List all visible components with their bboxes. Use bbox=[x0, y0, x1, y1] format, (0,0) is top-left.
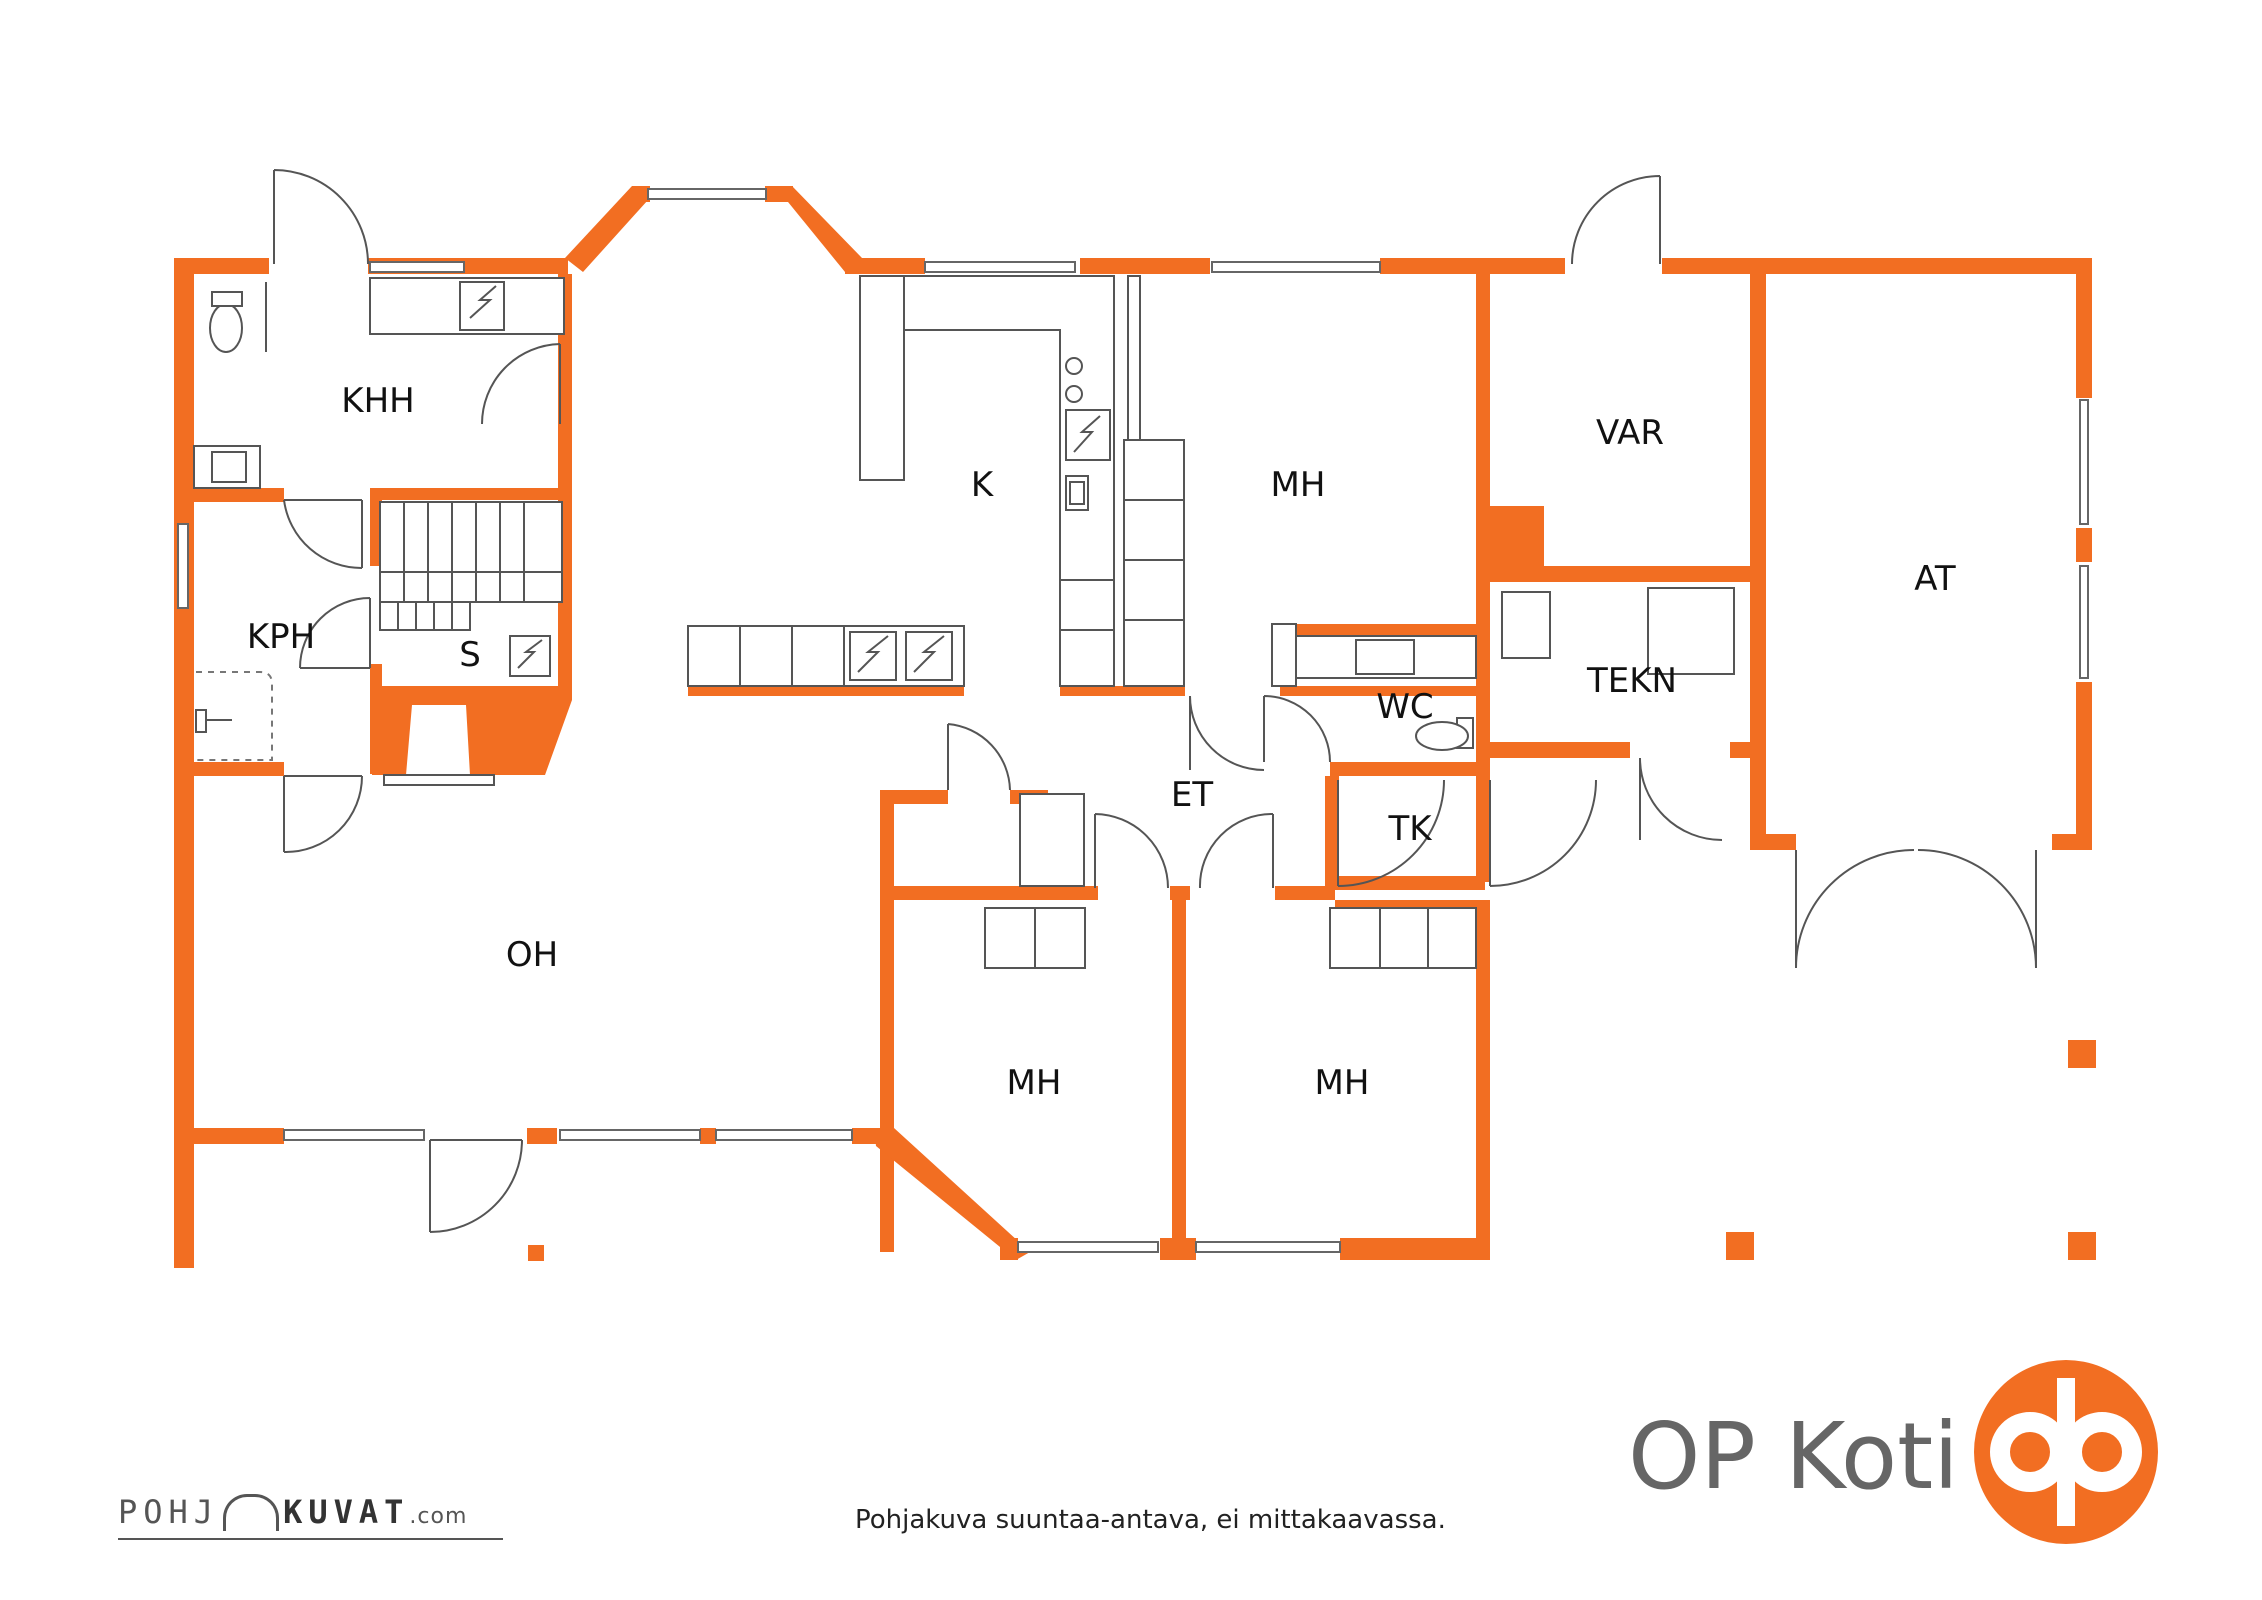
room-label-oh: OH bbox=[506, 935, 558, 975]
room-label-wc: WC bbox=[1376, 687, 1433, 727]
room-label-et: ET bbox=[1171, 775, 1213, 815]
brand-name: OP Koti bbox=[1628, 1403, 1959, 1510]
room-label-at: AT bbox=[1914, 559, 1956, 599]
room-label-k: K bbox=[971, 465, 995, 505]
room-labels: KHH KPH S K MH VAR AT TEKN WC ET TK OH M… bbox=[247, 381, 1956, 1103]
logo-text-1: POHJ bbox=[118, 1493, 220, 1531]
room-label-kph: KPH bbox=[247, 617, 315, 657]
room-label-s: S bbox=[459, 635, 481, 675]
walls bbox=[174, 186, 2096, 1268]
room-label-tekn: TEKN bbox=[1586, 661, 1677, 701]
op-logo-icon bbox=[1974, 1360, 2158, 1544]
room-label-mh-top: MH bbox=[1271, 465, 1326, 505]
pohjakuvat-logo: POHJ KUVAT.com bbox=[118, 1493, 467, 1531]
room-label-mh-bottom-left: MH bbox=[1007, 1063, 1062, 1103]
room-label-var: VAR bbox=[1596, 413, 1664, 453]
logo-arch-icon bbox=[223, 1494, 280, 1531]
windows bbox=[177, 188, 2089, 1253]
doors bbox=[273, 169, 2037, 1233]
fixtures bbox=[193, 275, 1735, 969]
room-label-mh-bottom-right: MH bbox=[1315, 1063, 1370, 1103]
room-label-khh: KHH bbox=[341, 381, 414, 421]
logo-underline bbox=[118, 1538, 503, 1540]
logo-text-3: .com bbox=[409, 1504, 468, 1529]
brand: OP Koti bbox=[1628, 1360, 2158, 1544]
disclaimer-note: Pohjakuva suuntaa-antava, ei mittakaavas… bbox=[855, 1505, 1446, 1535]
logo-text-2: KUVAT bbox=[283, 1493, 410, 1531]
room-label-tk: TK bbox=[1387, 809, 1433, 849]
stairs-lines bbox=[379, 502, 562, 631]
